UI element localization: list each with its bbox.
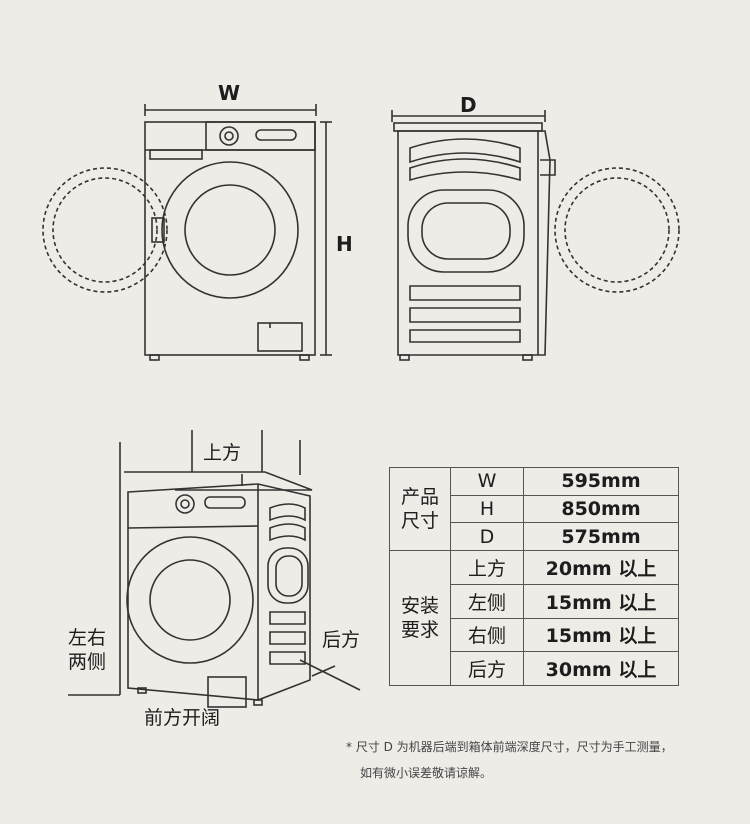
spec-key: H bbox=[450, 494, 524, 524]
footnote-line-2: 如有微小误差敬请谅解。 bbox=[360, 766, 493, 780]
sides-clearance-label: 左右 两侧 bbox=[68, 626, 106, 674]
spec-group-install-line-2: 要求 bbox=[400, 619, 439, 642]
spec-value: 575mm bbox=[523, 522, 679, 552]
back-clearance-label: 后方 bbox=[322, 629, 361, 651]
spec-table: 产品 尺寸 W 595mm H 850mm D 575mm 安装 要求 上方 2… bbox=[389, 466, 679, 686]
spec-value: 15mm 以上 bbox=[523, 617, 679, 653]
spec-group-size-line-1: 产品 bbox=[400, 486, 439, 509]
sides-label-line-1: 左右 bbox=[68, 627, 107, 649]
spec-key: D bbox=[450, 522, 524, 552]
spec-value: 595mm bbox=[523, 467, 679, 496]
spec-group-install-line-1: 安装 bbox=[400, 595, 439, 618]
footnote: * 尺寸 D 为机器后端到箱体前端深度尺寸，尺寸为手工测量， 如有微小误差敬请谅… bbox=[346, 734, 746, 786]
spec-group-size-line-2: 尺寸 bbox=[400, 510, 439, 533]
side-view-washer bbox=[391, 110, 680, 361]
footnote-line-1: * 尺寸 D 为机器后端到箱体前端深度尺寸，尺寸为手工测量， bbox=[346, 740, 673, 754]
spec-key: 上方 bbox=[450, 550, 524, 585]
front-view-washer bbox=[42, 104, 332, 361]
spec-group-install: 安装 要求 bbox=[389, 550, 451, 686]
depth-label: D bbox=[460, 93, 477, 117]
spec-value: 850mm bbox=[523, 494, 679, 524]
height-label: H bbox=[336, 232, 353, 256]
spec-value: 15mm 以上 bbox=[523, 583, 679, 619]
spec-value: 30mm 以上 bbox=[523, 651, 679, 686]
spec-key: 后方 bbox=[450, 651, 524, 686]
top-clearance-label: 上方 bbox=[203, 442, 242, 464]
width-label: W bbox=[218, 81, 241, 105]
front-clearance-label: 前方开阔 bbox=[144, 707, 221, 729]
sides-label-line-2: 两侧 bbox=[68, 651, 107, 673]
spec-key: 左侧 bbox=[450, 583, 524, 619]
spec-key: W bbox=[450, 467, 524, 496]
spec-key: 右侧 bbox=[450, 617, 524, 653]
spec-group-size: 产品 尺寸 bbox=[389, 466, 451, 552]
installation-view bbox=[68, 430, 361, 708]
spec-value: 20mm 以上 bbox=[523, 550, 679, 585]
